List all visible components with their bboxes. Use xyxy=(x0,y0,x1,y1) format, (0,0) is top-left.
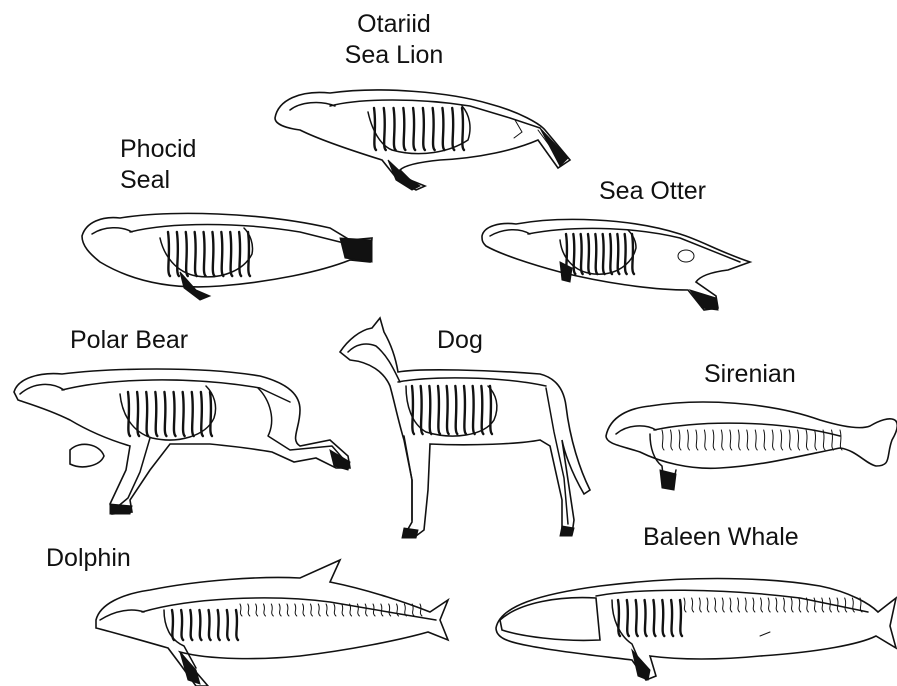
rib-line xyxy=(218,610,220,640)
rib-line xyxy=(192,392,194,436)
sirenian-skeleton-icon xyxy=(606,402,897,490)
rib-line xyxy=(452,108,454,150)
rib-line xyxy=(671,600,673,636)
rib-line xyxy=(168,232,170,276)
rib-line xyxy=(183,392,185,436)
baleen-whale-skeleton-icon xyxy=(496,579,896,681)
rib-line xyxy=(128,392,130,436)
rib-line xyxy=(155,392,157,436)
rib-line xyxy=(423,108,425,150)
rib-line xyxy=(210,392,212,436)
rib-line xyxy=(248,232,250,276)
rib-line xyxy=(181,610,183,640)
sea-otter-skeleton-icon xyxy=(482,219,750,310)
rib-line xyxy=(603,234,605,274)
seal-skeleton-icon xyxy=(82,213,372,300)
rib-line xyxy=(195,232,197,276)
rib-line xyxy=(239,232,241,276)
rib-line xyxy=(442,108,444,150)
rib-line xyxy=(627,600,629,636)
rib-line xyxy=(384,108,386,150)
dolphin-skeleton-icon xyxy=(96,560,448,686)
rib-line xyxy=(374,108,376,150)
rib-line xyxy=(581,234,583,274)
polar-bear-skeleton-icon xyxy=(14,369,350,514)
rib-line xyxy=(433,108,435,150)
rib-line xyxy=(462,108,464,150)
rib-line xyxy=(190,610,192,640)
rib-line xyxy=(403,108,405,150)
rib-line xyxy=(174,392,176,436)
rib-line xyxy=(617,234,619,274)
rib-line xyxy=(201,392,203,436)
rib-line xyxy=(164,392,166,436)
rib-line xyxy=(618,600,620,636)
rib-line xyxy=(413,108,415,150)
rib-line xyxy=(204,232,206,276)
rib-line xyxy=(653,600,655,636)
rib-line xyxy=(209,610,211,640)
rib-line xyxy=(680,600,682,636)
rib-line xyxy=(230,232,232,276)
rib-line xyxy=(146,392,148,436)
rib-line xyxy=(394,108,396,150)
rib-line xyxy=(632,234,634,274)
rib-line xyxy=(137,392,139,436)
rib-line xyxy=(588,234,590,274)
rib-line xyxy=(172,610,174,640)
rib-line xyxy=(236,610,238,640)
rib-line xyxy=(573,234,575,274)
rib-line xyxy=(645,600,647,636)
rib-line xyxy=(610,234,612,274)
rib-line xyxy=(227,610,229,640)
rib-line xyxy=(625,234,627,274)
rib-line xyxy=(662,600,664,636)
rib-line xyxy=(595,234,597,274)
rib-line xyxy=(186,232,188,276)
rib-line xyxy=(212,232,214,276)
rib-line xyxy=(177,232,179,276)
rib-line xyxy=(636,600,638,636)
rib-line xyxy=(199,610,201,640)
rib-line xyxy=(221,232,223,276)
rib-line xyxy=(566,234,568,274)
